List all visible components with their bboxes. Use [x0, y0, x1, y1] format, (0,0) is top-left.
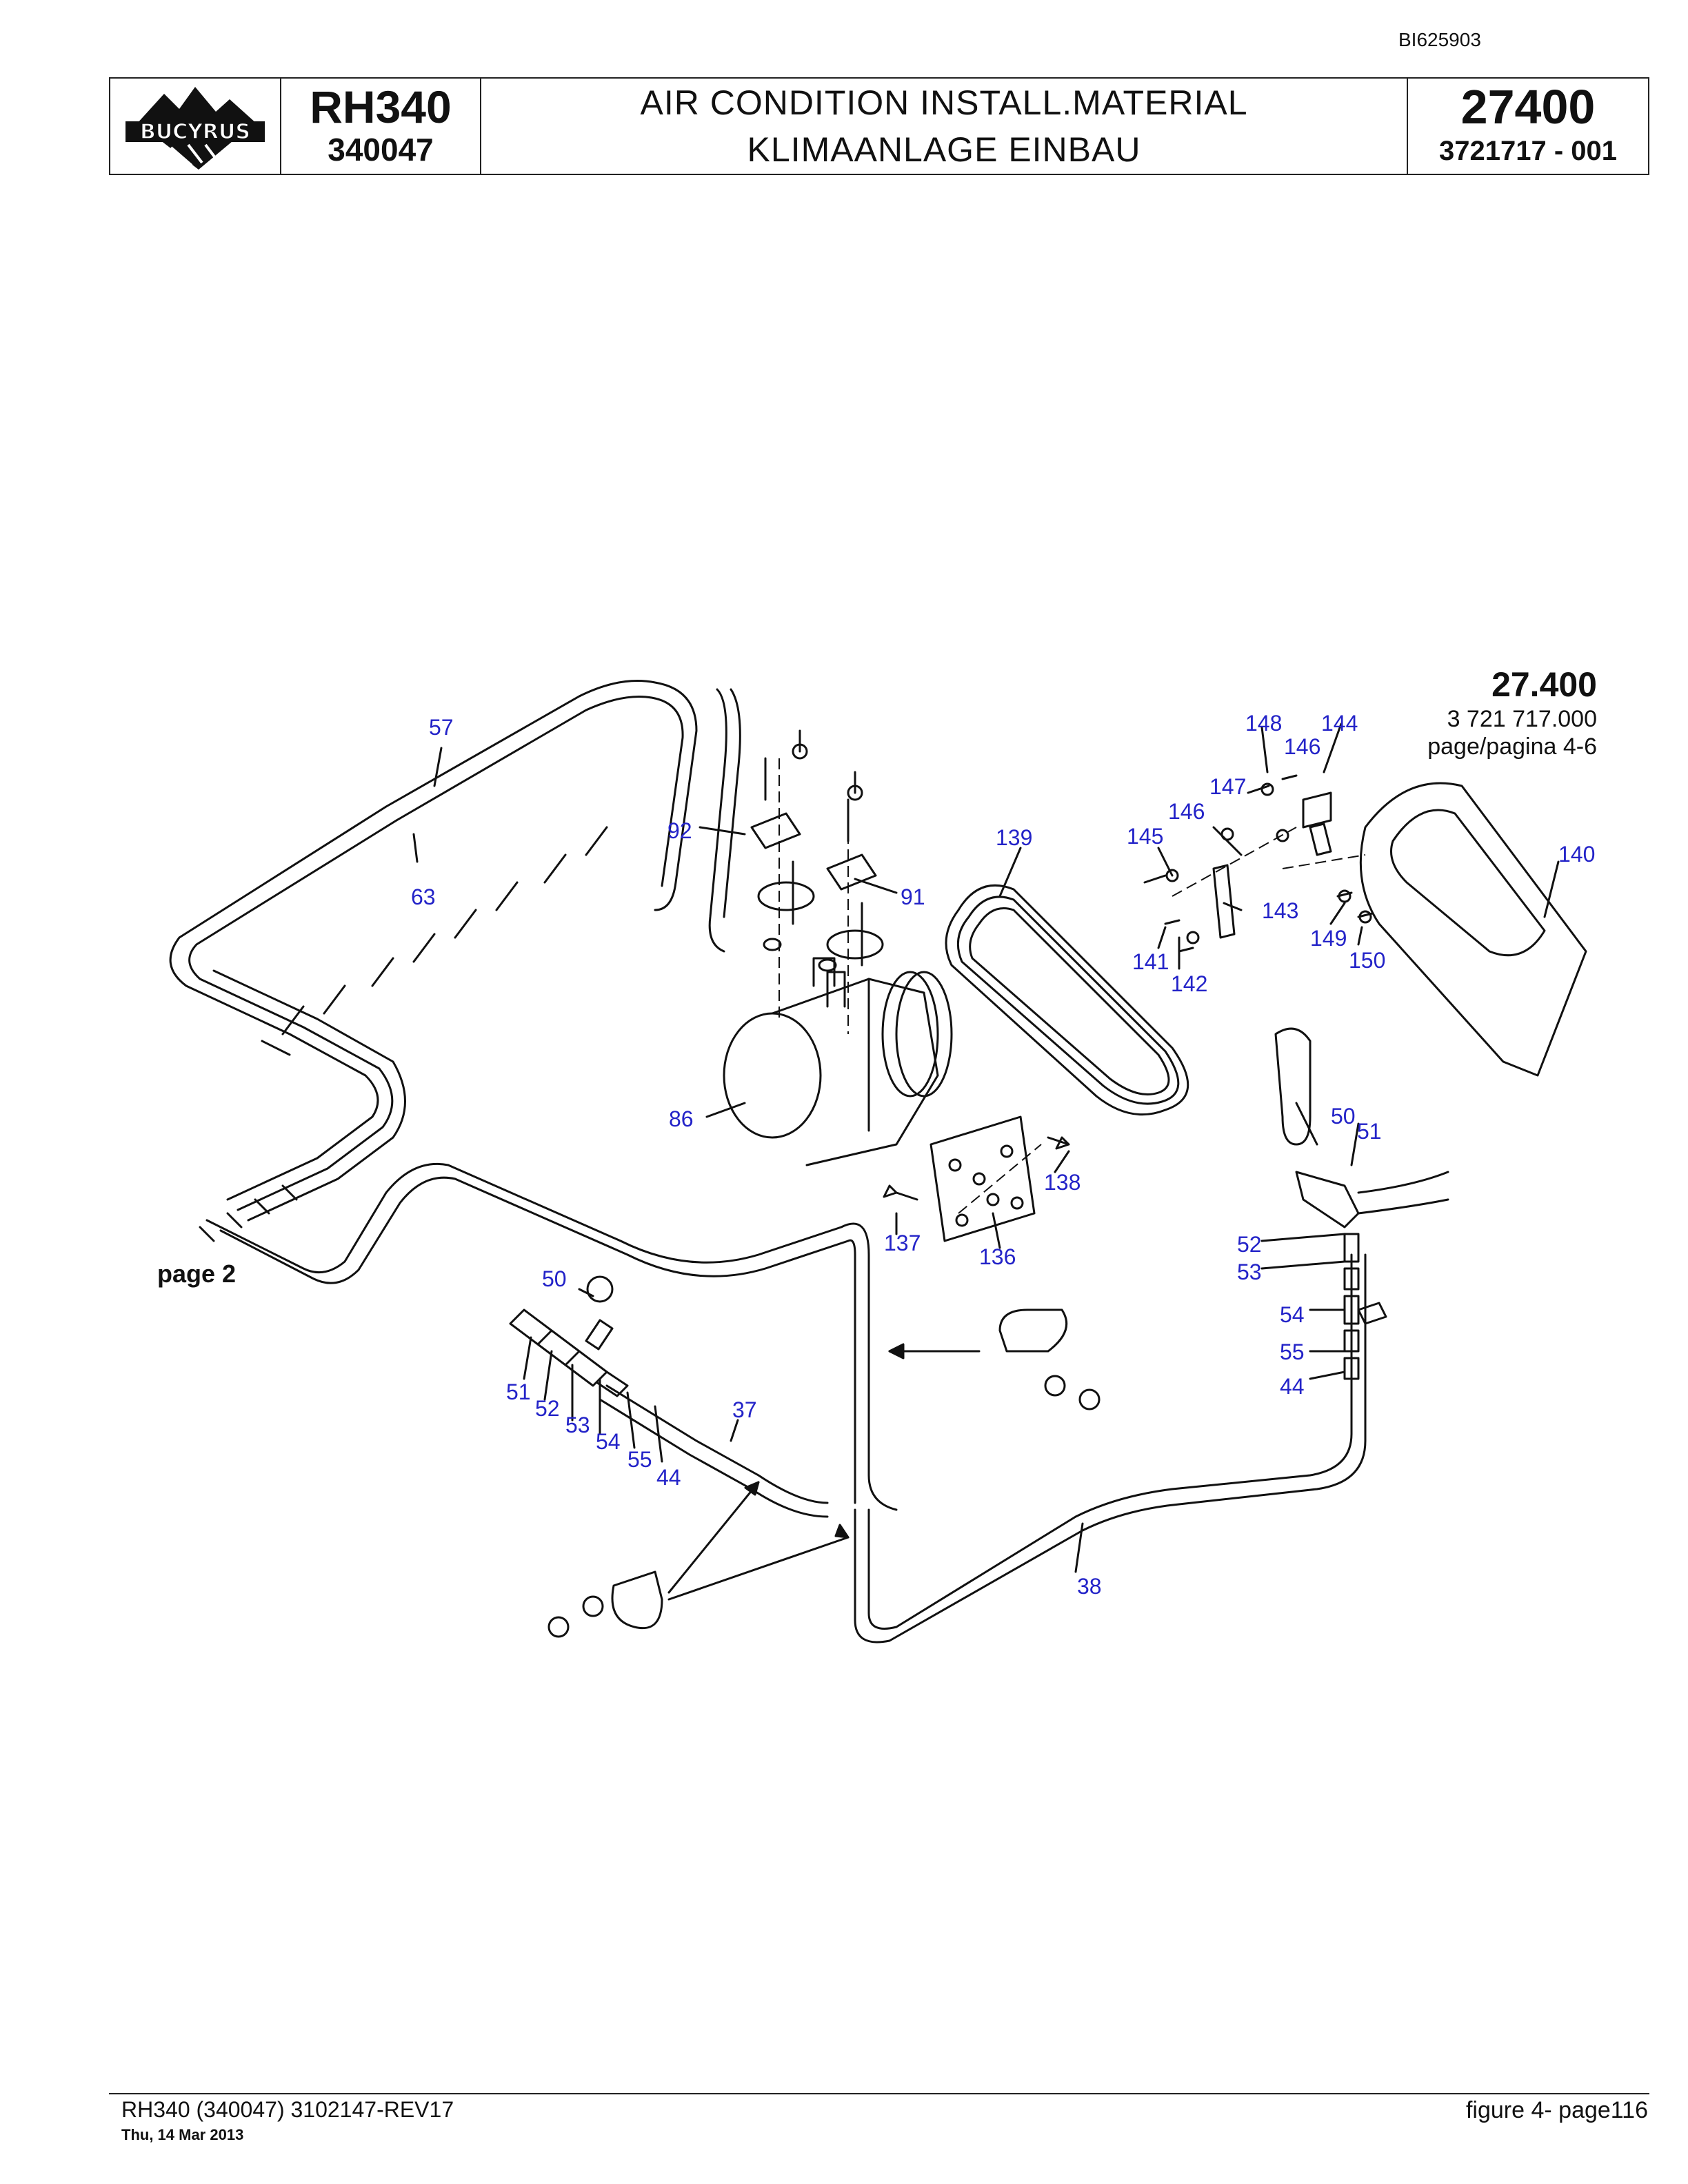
callout-143: 143 [1262, 898, 1298, 923]
title-english: AIR CONDITION INSTALL.MATERIAL [640, 83, 1248, 122]
callout-55-right: 55 [1280, 1339, 1305, 1364]
callout-63: 63 [411, 884, 436, 909]
document-id: BI625903 [1398, 29, 1481, 50]
callout-142: 142 [1171, 971, 1207, 996]
logo-cell: BUCYRUS [110, 79, 281, 174]
drawing-reference-part: 3 721 717.000 [1447, 706, 1597, 732]
callout-53-right: 53 [1237, 1260, 1262, 1284]
title-german: KLIMAANLAGE EINBAU [747, 130, 1141, 169]
part-number: 3721717 - 001 [1438, 136, 1617, 166]
callout-37: 37 [732, 1397, 757, 1422]
footer-document-ref: RH340 (340047) 3102147-REV17 [121, 2097, 454, 2122]
callout-147: 147 [1209, 774, 1246, 799]
brand-wordmark: BUCYRUS [140, 120, 250, 144]
footer-divider [109, 2093, 1649, 2094]
callout-146a: 146 [1284, 734, 1320, 759]
callout-145: 145 [1127, 824, 1163, 849]
drawing-reference-number: 27.400 [1491, 665, 1597, 704]
footer-page-ref: figure 4- page116 [1465, 2097, 1648, 2123]
callout-51-left: 51 [506, 1379, 531, 1404]
callout-51-right: 51 [1357, 1119, 1382, 1144]
callout-144: 144 [1321, 711, 1358, 736]
callout-44-right: 44 [1280, 1374, 1305, 1399]
callout-148: 148 [1245, 711, 1282, 736]
callout-52-left: 52 [535, 1396, 560, 1421]
callout-140: 140 [1558, 842, 1595, 867]
serial-number: 340047 [328, 132, 434, 168]
bucyrus-logo: BUCYRUS [125, 87, 265, 170]
callout-138: 138 [1044, 1170, 1081, 1195]
continuation-label: page 2 [157, 1260, 236, 1288]
callout-86: 86 [669, 1106, 694, 1131]
title-cell: AIR CONDITION INSTALL.MATERIAL KLIMAANLA… [481, 79, 1408, 174]
callout-55-left: 55 [627, 1447, 652, 1472]
callout-92: 92 [667, 818, 692, 843]
callout-44-left: 44 [656, 1465, 681, 1490]
callout-91: 91 [901, 884, 925, 909]
number-cell: 27400 3721717 - 001 [1408, 79, 1648, 174]
callout-149: 149 [1310, 926, 1347, 951]
callout-50-right: 50 [1331, 1104, 1356, 1129]
callout-139: 139 [996, 825, 1032, 850]
callout-52-right: 52 [1237, 1232, 1262, 1257]
callout-54-left: 54 [596, 1429, 621, 1454]
callout-54-right: 54 [1280, 1302, 1305, 1327]
callout-137: 137 [884, 1231, 921, 1255]
callout-53-left: 53 [565, 1413, 590, 1437]
footer-date: Thu, 14 Mar 2013 [121, 2126, 244, 2143]
model-name: RH340 [310, 81, 452, 132]
callout-150: 150 [1349, 948, 1385, 973]
callout-141: 141 [1132, 949, 1169, 974]
group-number: 27400 [1460, 80, 1596, 134]
drawing-reference-page: page/pagina 4-6 [1427, 734, 1597, 760]
callout-136: 136 [979, 1244, 1016, 1269]
model-cell: RH340 340047 [281, 79, 481, 174]
title-block: BUCYRUS RH340 340047 AIR CONDITION INSTA… [109, 77, 1649, 175]
callout-50-left: 50 [542, 1266, 567, 1291]
callout-38: 38 [1077, 1574, 1102, 1599]
callout-57: 57 [429, 715, 454, 740]
callout-146b: 146 [1168, 799, 1205, 824]
